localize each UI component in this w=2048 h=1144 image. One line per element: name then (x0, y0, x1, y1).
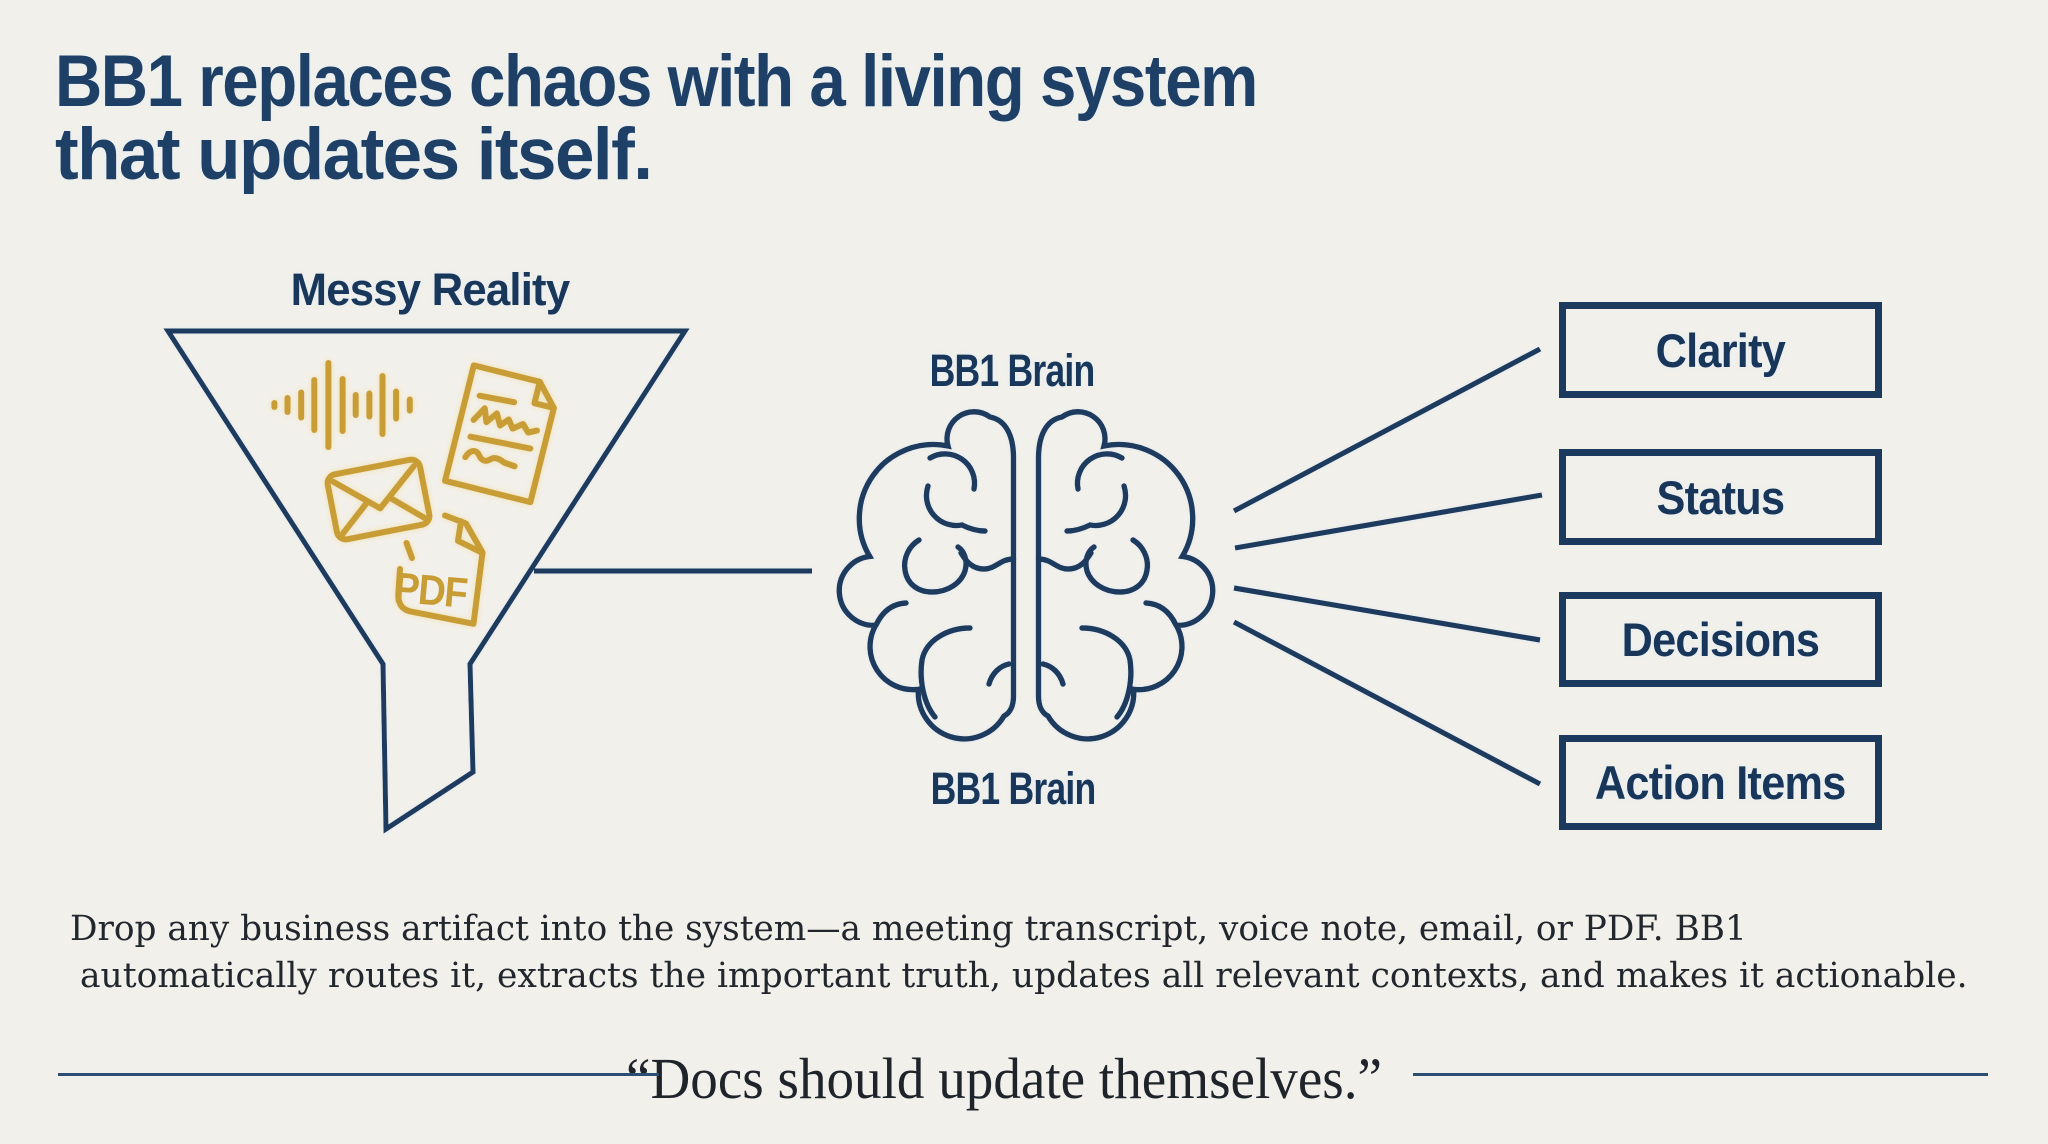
quote-text: “Docs should update themselves.” (626, 1046, 1382, 1111)
title-line-1: BB1 replaces chaos with a living system (55, 41, 1258, 122)
description-line-2: automatically routes it, extracts the im… (80, 956, 1968, 996)
output-box-clarity: Clarity (1559, 302, 1882, 398)
quote-rule-right (1413, 1073, 1988, 1076)
output-box-status: Status (1559, 449, 1882, 545)
quote-rule-left (58, 1073, 659, 1076)
description-line-1: Drop any business artifact into the syst… (70, 909, 1747, 949)
title-line-2: that updates itself. (55, 114, 653, 195)
pdf-badge-label: PDF (392, 563, 469, 618)
navy-linework (168, 331, 1542, 829)
brain-label-top: BB1 Brain (929, 345, 1096, 396)
output-box-action-items: Action Items (1559, 735, 1882, 830)
output-box-decisions: Decisions (1559, 592, 1882, 687)
brain-label-bottom: BB1 Brain (930, 763, 1097, 814)
funnel-label: Messy Reality (290, 264, 570, 315)
